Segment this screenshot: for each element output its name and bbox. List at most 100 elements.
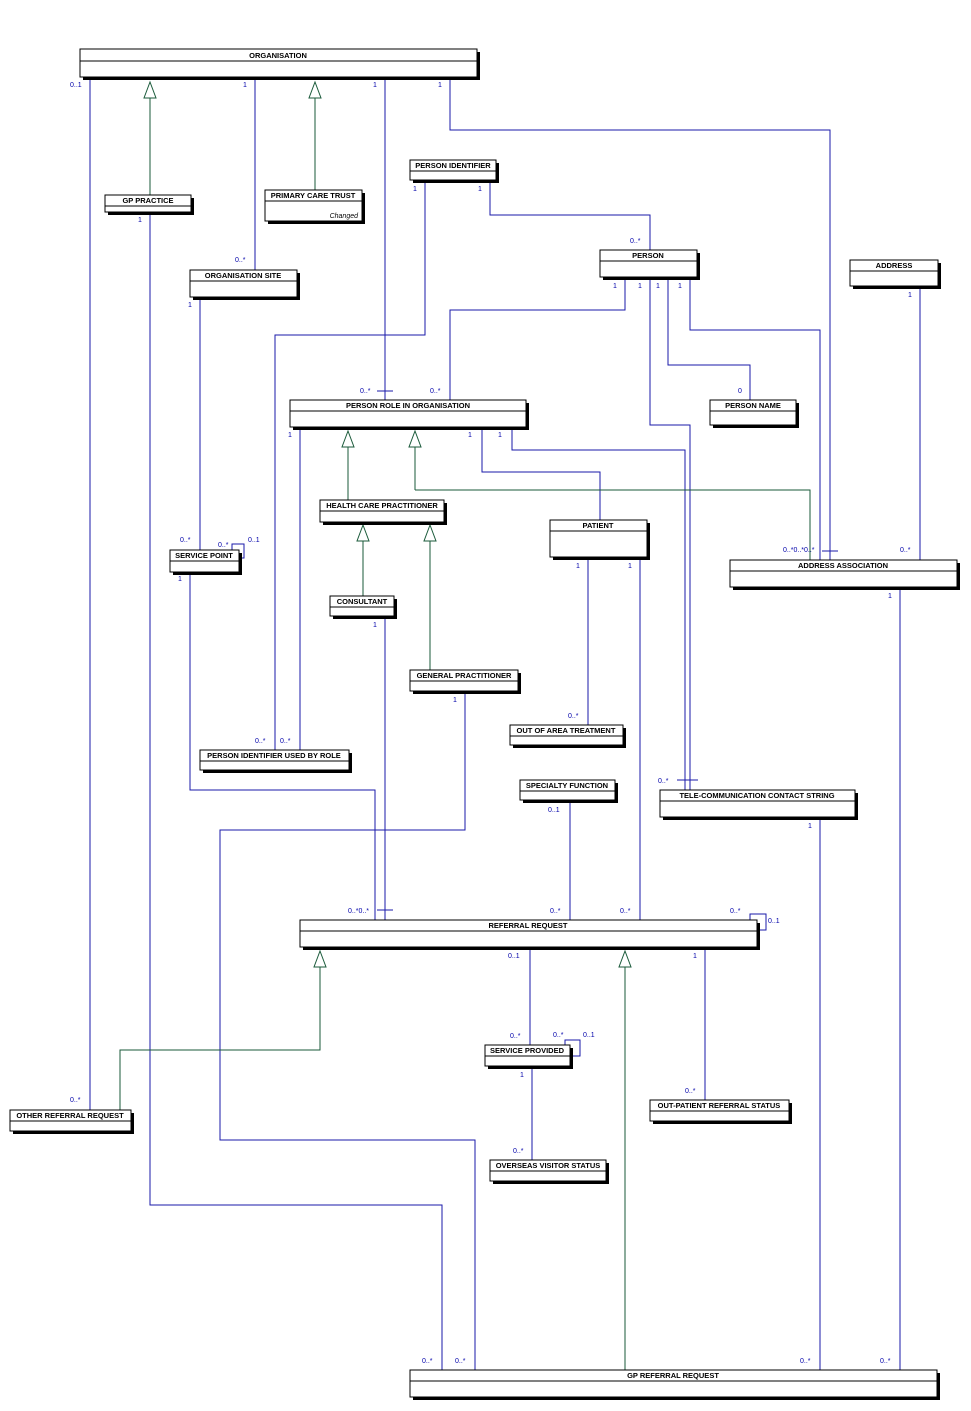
class-name: GP REFERRAL REQUEST <box>627 1371 719 1380</box>
multiplicity-label: 1 <box>520 1072 524 1079</box>
gen-arrow-other-rr <box>313 949 327 968</box>
class-telecommunication-contact-string[interactable]: TELE-COMMUNICATION CONTACT STRING <box>659 789 858 820</box>
class-name: OUT-PATIENT REFERRAL STATUS <box>658 1101 781 1110</box>
class-health-care-practitioner[interactable]: HEALTH CARE PRACTITIONER <box>319 499 447 525</box>
multiplicity-label: 0..* <box>553 1032 564 1039</box>
class-overseas-visitor-status[interactable]: OVERSEAS VISITOR STATUS <box>489 1159 609 1184</box>
multiplicity-label: 1 <box>498 432 502 439</box>
class-name: ORGANISATION SITE <box>205 271 282 280</box>
multiplicity-label: 0..1 <box>248 537 260 544</box>
class-service-provided[interactable]: SERVICE PROVIDED <box>484 1044 573 1069</box>
class-name: GP PRACTICE <box>122 196 173 205</box>
multiplicity-label: 0..* <box>550 908 561 915</box>
class-person-identifier[interactable]: PERSON IDENTIFIER <box>409 159 499 183</box>
multiplicity-label: 1 <box>656 283 660 290</box>
gen-arrow-pct <box>308 80 322 99</box>
multiplicity-label: 0..* <box>658 778 669 785</box>
multiplicity-label: 1 <box>908 292 912 299</box>
class-name: PERSON IDENTIFIER USED BY ROLE <box>207 751 341 760</box>
multiplicity-label: 1 <box>453 697 457 704</box>
class-name: ADDRESS <box>876 261 913 270</box>
multiplicity-label: 0..* <box>620 908 631 915</box>
class-primary-care-trust[interactable]: PRIMARY CARE TRUST Changed <box>264 189 365 224</box>
multiplicity-label: 1 <box>373 622 377 629</box>
multiplicity-label: 1 <box>478 186 482 193</box>
class-consultant[interactable]: CONSULTANT <box>329 595 397 619</box>
gen-arrow-gp-rr <box>618 949 632 968</box>
multiplicity-label: 0..1 <box>583 1032 595 1039</box>
class-person-identifier-used-by-role[interactable]: PERSON IDENTIFIER USED BY ROLE <box>199 749 352 773</box>
multiplicity-label: 0..* <box>360 388 371 395</box>
multiplicity-label: 0..* <box>510 1033 521 1040</box>
class-person-name[interactable]: PERSON NAME <box>709 399 799 428</box>
class-person-role-in-organisation[interactable]: PERSON ROLE IN ORGANISATION <box>289 399 529 430</box>
class-name: HEALTH CARE PRACTITIONER <box>326 501 438 510</box>
multiplicity-label: 1 <box>178 576 182 583</box>
class-address[interactable]: ADDRESS <box>849 259 941 289</box>
multiplicity-label: 1 <box>693 953 697 960</box>
multiplicity-label: 1 <box>413 186 417 193</box>
class-name: PATIENT <box>583 521 614 530</box>
class-name: PRIMARY CARE TRUST <box>271 191 356 200</box>
multiplicity-label: 0 <box>738 388 742 395</box>
gen-arrow-consultant <box>356 523 370 542</box>
class-name: SERVICE PROVIDED <box>490 1046 565 1055</box>
class-gp-referral-request[interactable]: GP REFERRAL REQUEST <box>409 1369 940 1400</box>
assoc-person-pname <box>667 278 751 400</box>
class-name: TELE-COMMUNICATION CONTACT STRING <box>679 791 834 800</box>
class-other-referral-request[interactable]: OTHER REFERRAL REQUEST <box>9 1109 134 1134</box>
class-organisation[interactable]: ORGANISATION <box>79 48 480 80</box>
generalization-lines <box>119 80 811 1370</box>
multiplicity-label: 0..* <box>900 547 911 554</box>
assoc-sp-self <box>231 543 245 559</box>
class-address-association[interactable]: ADDRESS ASSOCIATION <box>729 559 960 590</box>
assoc-gppractice-gprr <box>149 213 443 1370</box>
class-gp-practice[interactable]: GP PRACTICE <box>104 194 194 215</box>
class-patient[interactable]: PATIENT <box>549 519 650 560</box>
assoc-person-pro <box>449 278 626 400</box>
class-name: PERSON <box>632 251 664 260</box>
class-name: OVERSEAS VISITOR STATUS <box>496 1161 601 1170</box>
multiplicity-label: 0..* <box>235 257 246 264</box>
assoc-rr-self <box>749 913 767 931</box>
class-referral-request[interactable]: REFERRAL REQUEST <box>299 919 760 950</box>
multiplicity-label: 0..* <box>430 388 441 395</box>
class-name: OUT OF AREA TREATMENT <box>517 726 616 735</box>
multiplicity-label: 0..*0..* <box>348 908 369 915</box>
multiplicity-label: 1 <box>243 82 247 89</box>
gen-arrow-gp-practice <box>143 80 157 99</box>
multiplicity-label: 1 <box>576 563 580 570</box>
multiplicity-label: 0..* <box>70 1097 81 1104</box>
multiplicity-label: 1 <box>628 563 632 570</box>
assoc-svp-self <box>564 1039 581 1057</box>
class-outpatient-referral-status[interactable]: OUT-PATIENT REFERRAL STATUS <box>649 1099 792 1124</box>
multiplicity-label: 0..* <box>630 238 641 245</box>
multiplicity-label: 0..* <box>180 537 191 544</box>
class-out-of-area-treatment[interactable]: OUT OF AREA TREATMENT <box>509 724 626 748</box>
multiplicity-label: 1 <box>678 283 682 290</box>
assoc-sp-rr <box>189 575 376 920</box>
multiplicity-label: 1 <box>808 823 812 830</box>
multiplicity-label: 1 <box>138 217 142 224</box>
class-name: PERSON ROLE IN ORGANISATION <box>346 401 470 410</box>
class-name: PERSON NAME <box>725 401 781 410</box>
multiplicity-label: 1 <box>373 82 377 89</box>
class-name: ADDRESS ASSOCIATION <box>798 561 888 570</box>
multiplicity-label: 0..* <box>455 1358 466 1365</box>
assoc-pid-piubr <box>274 182 426 750</box>
class-specialty-function[interactable]: SPECIALTY FUNCTION <box>519 779 618 803</box>
class-general-practitioner[interactable]: GENERAL PRACTITIONER <box>409 669 521 694</box>
association-lines <box>89 79 921 1370</box>
multiplicity-label: 0..* <box>422 1358 433 1365</box>
multiplicity-label: 0..* <box>800 1358 811 1365</box>
assoc-org-address-assoc <box>449 79 831 560</box>
class-person[interactable]: PERSON <box>599 249 700 280</box>
class-organisation-site[interactable]: ORGANISATION SITE <box>189 269 300 300</box>
multiplicity-label: 0..1 <box>508 953 520 960</box>
multiplicity-label: 1 <box>438 82 442 89</box>
multiplicity-label: 0..* <box>880 1358 891 1365</box>
class-service-point[interactable]: SERVICE POINT <box>169 549 242 575</box>
multiplicity-label: 0..* <box>280 738 291 745</box>
multiplicity-label: 0..* <box>730 908 741 915</box>
